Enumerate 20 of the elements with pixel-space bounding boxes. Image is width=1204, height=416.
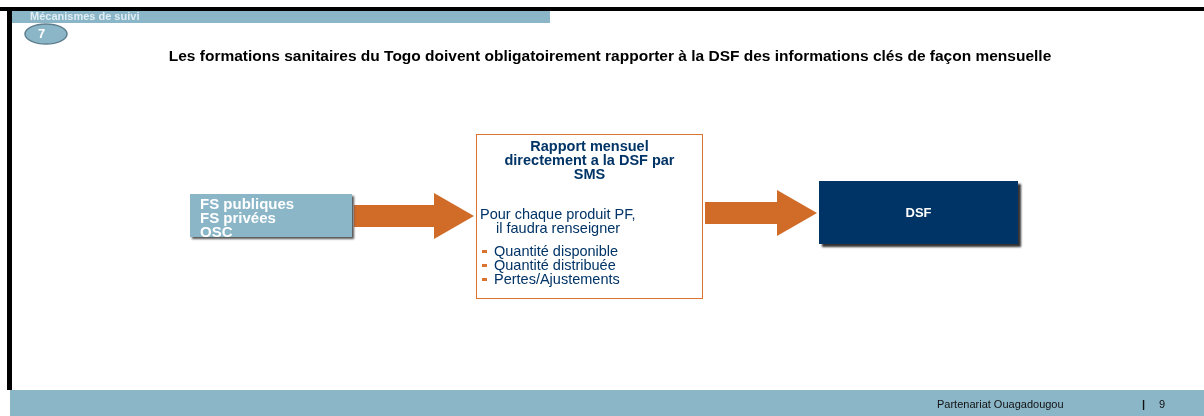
block-arrow (705, 190, 817, 236)
source-item: FS privées (200, 211, 276, 225)
destination-label: DSF (905, 205, 932, 220)
source-item: FS publiques (200, 197, 296, 211)
slide-title: Les formations sanitaires du Togo doivent obligatoirement rapporter à la DSF des informations clés de façon mensuelle (167, 48, 1053, 64)
block-arrow (354, 193, 474, 239)
report-description: Pour chaque produit PF, il faudra renseigner (480, 207, 637, 235)
step-number: 7 (38, 27, 46, 41)
footer-separator: | (1142, 398, 1146, 411)
source-item: OSC (200, 225, 233, 239)
destination-box (819, 181, 1018, 244)
bullet-item: Quantité distribuée (480, 258, 699, 272)
report-heading: Rapport mensuel directement a la DSF par SMS (503, 139, 676, 181)
bullet-item: Pertes/Ajustements (480, 272, 699, 286)
section-title: Mécanismes de suivi (30, 10, 140, 23)
footer-text: Partenariat Ouagadougou (937, 398, 1064, 411)
bullet-item: Quantité disponible (480, 244, 699, 258)
report-box (476, 134, 703, 299)
page-number: 9 (1159, 398, 1166, 411)
source-box (190, 194, 352, 237)
